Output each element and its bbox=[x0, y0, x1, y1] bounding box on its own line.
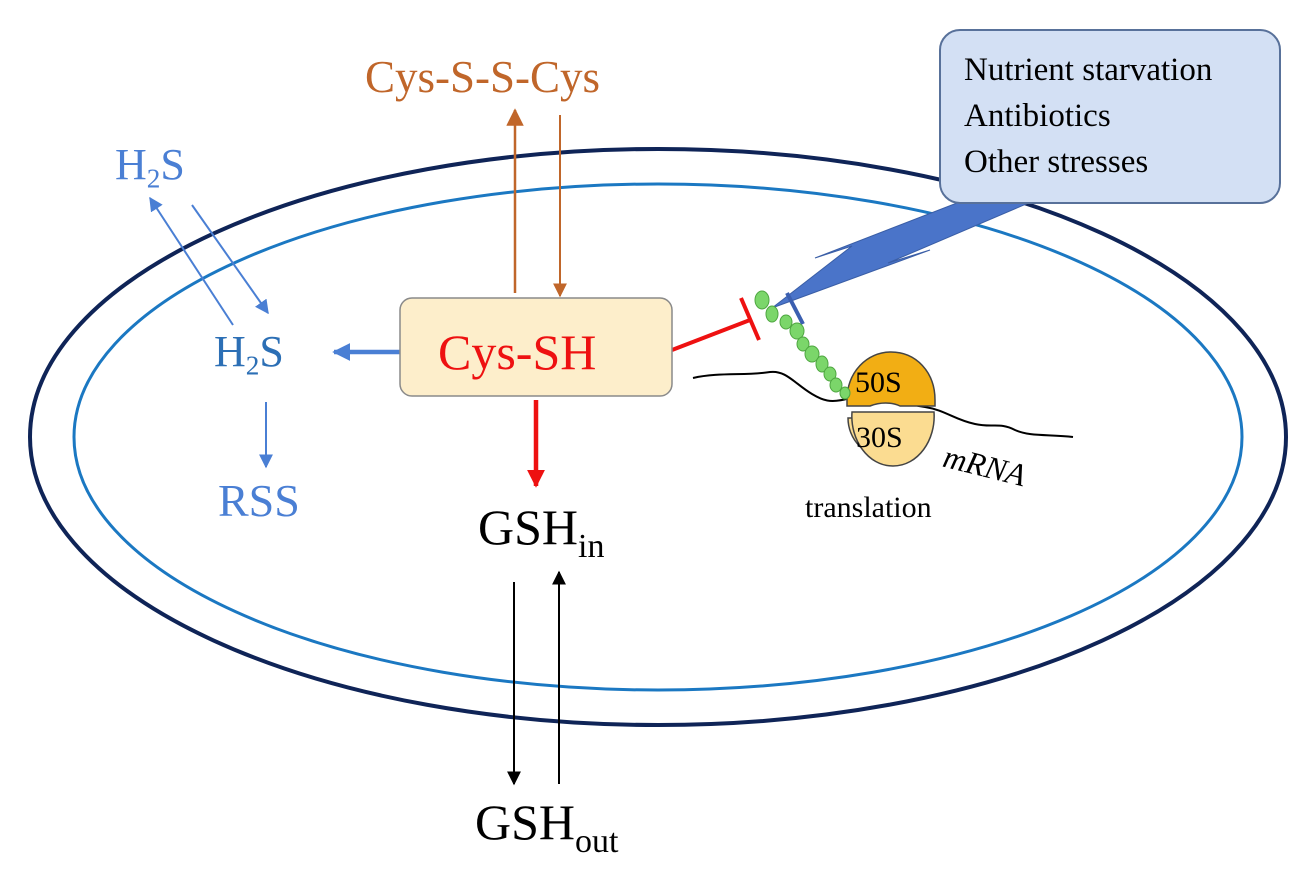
rss-label: RSS bbox=[218, 475, 300, 526]
stress-line-2: Antibiotics bbox=[964, 98, 1111, 134]
h2s-outside-sub: 2 bbox=[146, 163, 161, 194]
cys-sh-box bbox=[399, 297, 673, 397]
outer-membrane bbox=[28, 147, 1288, 727]
translation-label: translation bbox=[805, 491, 932, 524]
h2s-inside-base: H bbox=[214, 327, 246, 376]
h2s-inside-sub: 2 bbox=[245, 350, 260, 381]
inhibition-line-cys bbox=[671, 318, 751, 352]
ribosome-large-subunit-50s bbox=[846, 351, 936, 407]
ribosome-small-subunit-shape bbox=[851, 411, 935, 467]
cystine-label: Cys-S-S-Cys bbox=[365, 52, 601, 102]
h2s-outside-label: H2S bbox=[115, 140, 185, 193]
h2s-inside-tail: S bbox=[259, 327, 284, 376]
stress-line-3: Other stresses bbox=[964, 144, 1149, 180]
h2s-outside-tail: S bbox=[160, 140, 185, 189]
h2s-inside-label: H2S bbox=[214, 327, 284, 380]
stress-box bbox=[939, 29, 1281, 204]
ribosome-30s-label: 30S bbox=[856, 421, 903, 454]
stress-line-1: Nutrient starvation bbox=[964, 52, 1213, 88]
stress-lightning-bolt bbox=[771, 195, 1046, 309]
gsh-in-sub: in bbox=[578, 527, 605, 565]
nascent-peptide-chain bbox=[754, 290, 851, 400]
gsh-in-label: GSHin bbox=[478, 499, 604, 563]
h2s-outside-base: H bbox=[115, 140, 147, 189]
inhibition-bar-cys bbox=[739, 297, 761, 341]
ribosome-50s-label: 50S bbox=[855, 366, 902, 399]
arrow-h2s-efflux bbox=[149, 196, 234, 326]
gsh-out-base: GSH bbox=[475, 794, 576, 850]
arrow-h2s-influx bbox=[191, 204, 269, 315]
cys-sh-label: Cys-SH bbox=[438, 324, 597, 380]
gsh-out-sub: out bbox=[575, 822, 619, 860]
gsh-out-label: GSHout bbox=[475, 794, 618, 858]
inhibition-bar-stress bbox=[785, 292, 805, 325]
gsh-in-base: GSH bbox=[478, 499, 579, 555]
inner-membrane bbox=[72, 182, 1244, 692]
